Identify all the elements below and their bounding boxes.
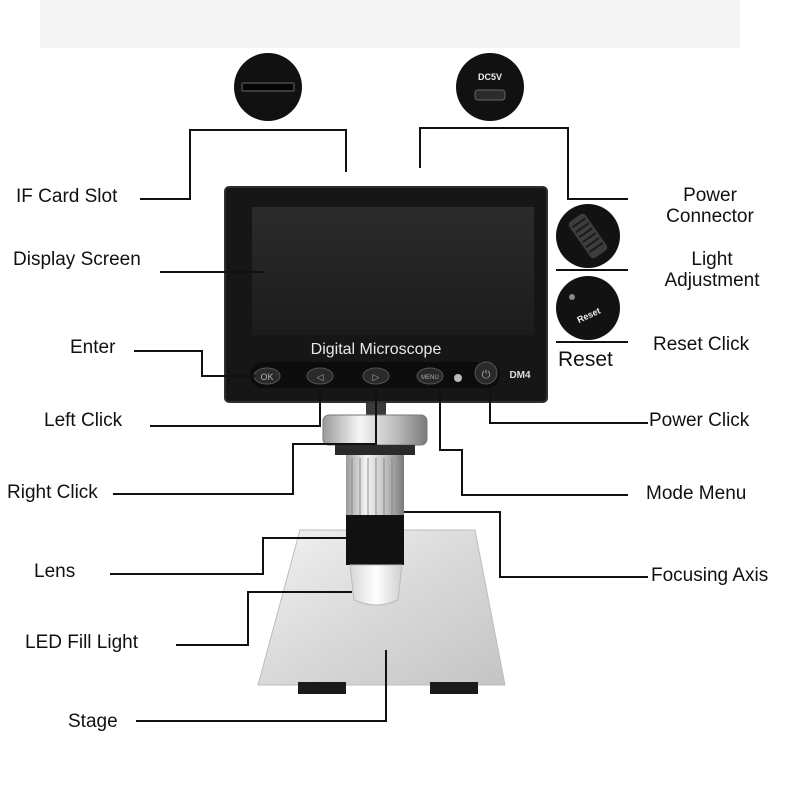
- reset-pinhole[interactable]: [454, 374, 462, 382]
- label-lens: Lens: [34, 561, 76, 582]
- port-label: DC5V: [478, 72, 502, 82]
- leader-focusing-axis: [404, 511, 648, 578]
- button-menu[interactable]: MENU: [416, 367, 444, 385]
- monitor: Digital Microscope OK ◁ ▷ MENU ⏻ DM4: [224, 186, 548, 403]
- leader-lens: [110, 537, 346, 575]
- label-power-connector-line2: Connector: [666, 205, 754, 227]
- label-reset-click: Reset Click: [653, 334, 750, 355]
- label-focusing-axis: Focusing Axis: [651, 565, 769, 586]
- screen-title: Digital Microscope: [311, 341, 442, 358]
- leader-if-card-slot: [140, 129, 347, 200]
- button-ok[interactable]: OK: [253, 367, 281, 385]
- leader-right-click: [113, 390, 377, 495]
- model-label: DM4: [509, 370, 531, 381]
- reset-inset: Reset: [556, 276, 620, 340]
- label-light-adjustment-line1: Light: [691, 249, 733, 270]
- power-connector-inset: DC5V: [456, 53, 524, 121]
- leader-lines: [110, 127, 648, 722]
- leader-left-click: [150, 390, 321, 427]
- top-shadow-band: [40, 0, 740, 48]
- leader-stage: [136, 650, 387, 722]
- button-power[interactable]: ⏻: [474, 361, 498, 385]
- label-reset-caption: Reset: [558, 348, 613, 371]
- display-screen: [252, 207, 534, 335]
- button-right[interactable]: ▷: [362, 367, 390, 385]
- label-stage: Stage: [68, 711, 118, 732]
- label-light-adjustment-line2: Adjustment: [664, 269, 760, 291]
- leader-enter: [134, 350, 255, 377]
- label-if-card-slot: IF Card Slot: [16, 186, 118, 207]
- label-led-fill-light: LED Fill Light: [25, 632, 138, 653]
- button-menu-label: MENU: [421, 375, 439, 381]
- button-power-label: ⏻: [482, 368, 491, 381]
- leader-power-click: [489, 388, 648, 424]
- button-left[interactable]: ◁: [306, 367, 334, 385]
- button-ok-label: OK: [260, 372, 273, 382]
- button-left-label: ◁: [317, 373, 324, 383]
- label-display-screen: Display Screen: [13, 249, 141, 270]
- button-right-label: ▷: [373, 373, 380, 383]
- leader-led-fill-light: [176, 591, 352, 646]
- label-mode-menu: Mode Menu: [646, 483, 747, 504]
- label-power-connector-line1: Power: [683, 185, 737, 206]
- light-adjustment-inset: [556, 204, 620, 268]
- label-power-connector: Power Connector: [640, 185, 780, 228]
- microscope-tube: [322, 414, 428, 606]
- leader-power-connector: [419, 127, 628, 200]
- label-left-click: Left Click: [44, 410, 123, 431]
- label-light-adjustment: Light Adjustment: [642, 249, 782, 292]
- label-right-click: Right Click: [7, 482, 98, 503]
- leader-mode-menu: [439, 390, 628, 496]
- label-power-click: Power Click: [649, 410, 750, 431]
- stage: [257, 529, 506, 694]
- card-slot-inset: [234, 53, 302, 121]
- label-enter: Enter: [70, 337, 116, 358]
